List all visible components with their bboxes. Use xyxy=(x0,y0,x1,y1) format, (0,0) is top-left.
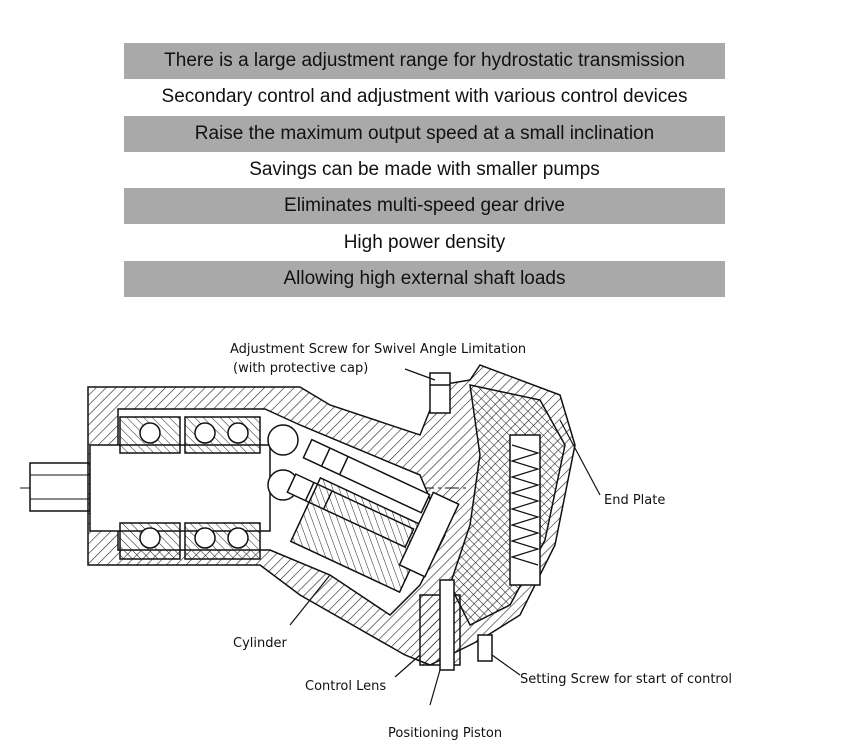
label-end-plate: End Plate xyxy=(604,493,665,508)
feature-text: Savings can be made with smaller pumps xyxy=(249,159,600,181)
feature-list: There is a large adjustment range for hy… xyxy=(124,43,725,298)
label-setting-screw: Setting Screw for start of control xyxy=(520,672,732,687)
leader-lines xyxy=(289,368,601,706)
feature-row-3: Raise the maximum output speed at a smal… xyxy=(124,115,725,152)
feature-text: Eliminates multi-speed gear drive xyxy=(284,195,565,217)
feature-text: Allowing high external shaft loads xyxy=(283,267,566,289)
feature-text: There is a large adjustment range for hy… xyxy=(164,50,685,72)
feature-row-1: There is a large adjustment range for hy… xyxy=(124,43,725,80)
feature-row-5: Eliminates multi-speed gear drive xyxy=(124,188,725,225)
motor-cross-section-diagram: Adjustment Screw for Swivel Angle Limita… xyxy=(20,342,732,741)
feature-text: Secondary control and adjustment with va… xyxy=(161,86,688,108)
label-cylinder: Cylinder xyxy=(233,636,287,651)
feature-row-7: Allowing high external shaft loads xyxy=(124,260,725,298)
label-adjustment-screw-line2: (with protective cap) xyxy=(233,361,368,376)
label-positioning-piston: Positioning Piston xyxy=(388,726,502,741)
label-control-lens: Control Lens xyxy=(305,679,386,694)
feature-text: Raise the maximum output speed at a smal… xyxy=(194,122,655,144)
feature-row-6: High power density xyxy=(124,224,725,260)
feature-text: High power density xyxy=(343,231,506,253)
housing-drawing xyxy=(20,364,576,671)
feature-row-4: Savings can be made with smaller pumps xyxy=(124,152,725,188)
feature-row-2: Secondary control and adjustment with va… xyxy=(124,79,725,115)
label-adjustment-screw-line1: Adjustment Screw for Swivel Angle Limita… xyxy=(230,342,526,357)
diagram-labels: Adjustment Screw for Swivel Angle Limita… xyxy=(230,342,732,741)
